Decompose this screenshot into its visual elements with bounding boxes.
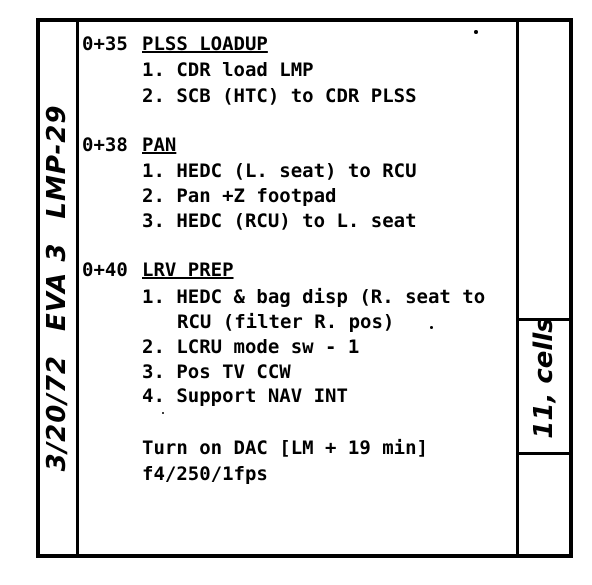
checklist-step: 2. SCB (HTC) to CDR PLSS bbox=[142, 85, 417, 107]
left-margin-column bbox=[36, 18, 79, 558]
margin-note-date: 3/20/72 bbox=[42, 354, 72, 472]
checklist-step-continuation: RCU (filter R. pos) bbox=[177, 311, 395, 333]
checklist-step: 1. HEDC & bag disp (R. seat to bbox=[142, 286, 486, 308]
right-column-divider bbox=[516, 318, 573, 321]
right-column-divider bbox=[516, 452, 573, 455]
checklist-step: 1. HEDC (L. seat) to RCU bbox=[142, 160, 417, 182]
section-time: 0+38 bbox=[82, 134, 128, 156]
margin-note-eva: EVA 3 bbox=[42, 242, 72, 331]
scan-speck bbox=[430, 326, 433, 329]
checklist-step: 4. Support NAV INT bbox=[142, 385, 348, 407]
section-time: 0+40 bbox=[82, 259, 128, 281]
right-margin-column bbox=[516, 18, 573, 558]
scan-speck bbox=[474, 30, 478, 34]
scan-speck bbox=[162, 412, 164, 414]
handwritten-right-note: 11, cells bbox=[529, 317, 559, 439]
dac-instruction: Turn on DAC [LM + 19 min] bbox=[142, 437, 428, 459]
checklist-step: 2. LCRU mode sw - 1 bbox=[142, 336, 360, 358]
checklist-step: 3. HEDC (RCU) to L. seat bbox=[142, 210, 417, 232]
section-title: PAN bbox=[142, 134, 177, 156]
dac-settings: f4/250/1fps bbox=[142, 463, 268, 485]
section-title: LRV PREP bbox=[142, 259, 234, 281]
checklist-step: 3. Pos TV CCW bbox=[142, 361, 291, 383]
handwritten-margin-note: 3/20/72 EVA 3 LMP-29 bbox=[42, 93, 72, 484]
section-title: PLSS LOADUP bbox=[142, 33, 268, 55]
checklist-step: 1. CDR load LMP bbox=[142, 59, 314, 81]
checklist-card bbox=[36, 18, 573, 558]
section-time: 0+35 bbox=[82, 33, 128, 55]
checklist-step: 2. Pan +Z footpad bbox=[142, 185, 337, 207]
margin-note-page: LMP-29 bbox=[42, 104, 72, 219]
